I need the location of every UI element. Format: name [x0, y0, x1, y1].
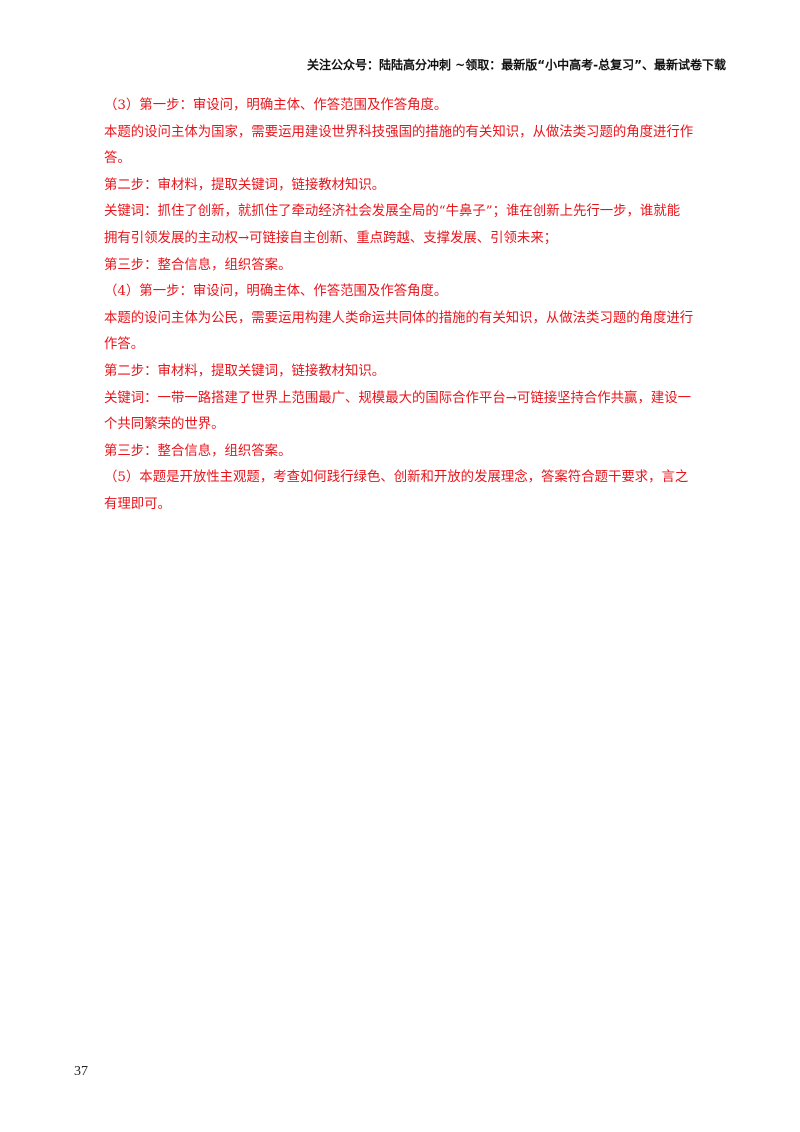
q4-step2-line: 第二步：审材料，提取关键词，链接教材知识。: [104, 363, 386, 379]
q4-step1-line: （4）第一步：审设问，明确主体、作答范围及作答角度。: [104, 284, 448, 300]
q3-keywords-line-continued: 拥有引领发展的主动权→可链接自主创新、重点跨越、支撑发展、引领未来；: [104, 230, 558, 246]
q3-subject-line: 本题的设问主体为国家，需要运用建设世界科技强国的措施的有关知识，从做法类习题的角…: [104, 124, 694, 140]
q3-subject-line-continued: 答。: [104, 151, 131, 167]
q3-step2-line: 第二步：审材料，提取关键词，链接教材知识。: [104, 177, 386, 193]
q4-keywords-line-continued: 个共同繁荣的世界。: [104, 417, 225, 433]
q3-step1-line: （3）第一步：审设问，明确主体、作答范围及作答角度。: [104, 98, 448, 113]
page-header: 关注公众号：陆陆高分冲刺 ~领取：最新版“小中高考-总复习”、最新试卷下载: [307, 58, 726, 72]
page-number: 37: [74, 1064, 88, 1079]
q4-step3-line: 第三步：整合信息，组织答案。: [104, 443, 292, 459]
answer-explanation: （3）第一步：审设问，明确主体、作答范围及作答角度。 本题的设问主体为国家，需要…: [104, 93, 728, 519]
q4-subject-line: 本题的设问主体为公民，需要运用构建人类命运共同体的措施的有关知识，从做法类习题的…: [104, 310, 694, 326]
q5-line: （5）本题是开放性主观题，考查如何践行绿色、创新和开放的发展理念，答案符合题干要…: [104, 470, 689, 486]
q4-keywords-line: 关键词：一带一路搭建了世界上范围最广、规模最大的国际合作平台→可链接坚持合作共赢…: [104, 390, 692, 406]
q3-keywords-line: 关键词：抓住了创新，就抓住了牵动经济社会发展全局的“牛鼻子”；谁在创新上先行一步…: [104, 204, 681, 220]
q3-step3-line: 第三步：整合信息，组织答案。: [104, 257, 292, 273]
q5-line-continued: 有理即可。: [104, 496, 171, 512]
q4-subject-line-continued: 作答。: [104, 337, 145, 353]
